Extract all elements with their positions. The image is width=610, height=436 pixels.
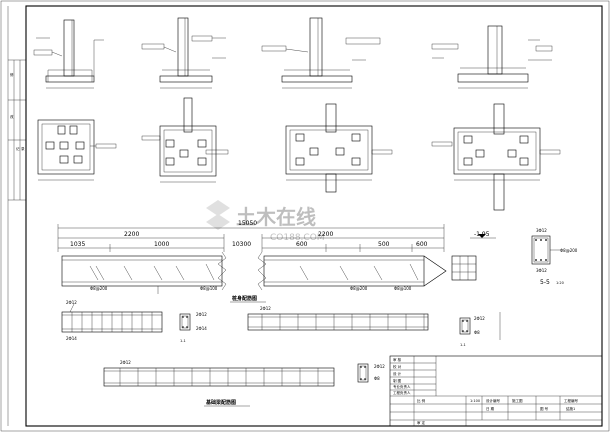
gb3-top-bar: 2Φ12 (120, 360, 131, 365)
pile-label-d: Φ8@100 (394, 286, 412, 291)
tb-row-6: 工程负责人 (393, 390, 411, 395)
dim-upper-b: 1000 (154, 241, 169, 248)
tb-sheet-value: 结施1 (566, 406, 575, 411)
dim-top-left: 2200 (124, 231, 139, 238)
ground-beam-3 (103, 367, 335, 387)
cap-plan-4 (431, 103, 561, 211)
pile-section: -1.95 3Φ12 3Φ12 Φ8@200 5-5 1:20 (451, 228, 578, 286)
gbs1-label-b: 2Φ14 (196, 326, 207, 331)
tb-project: 工程编号 (564, 398, 578, 403)
watermark: 土木在线 CO188.COM (206, 200, 325, 243)
tb-approval: 审 定 (417, 420, 426, 425)
margin-label-4: 录 (21, 146, 25, 151)
margin-label-1: 修 (10, 72, 14, 77)
section-scale: 1:20 (556, 281, 564, 285)
cap-section-4 (431, 25, 553, 89)
gb1-bottom-bar: 2Φ14 (66, 336, 77, 341)
watermark-text: 土木在线 (236, 205, 316, 229)
gb1-top-bar: 2Φ12 (66, 300, 77, 305)
gbs3-label-b: Φ8 (374, 376, 380, 381)
tb-row-2: 校 对 (393, 364, 402, 369)
dim-top-right: 10300 (232, 241, 251, 248)
tb-row-5: 专业负责人 (393, 384, 411, 389)
section-1-1: 1-1 (180, 339, 186, 343)
tb-drawing-no: 设计编号 (486, 398, 500, 403)
dim-right-c: 500 (378, 241, 390, 248)
section-bottom-bar: 3Φ12 (536, 268, 547, 273)
gbs2-label-b: Φ8 (474, 330, 480, 335)
tb-row-3: 设 计 (393, 371, 402, 376)
dim-right-a: 600 (296, 241, 308, 248)
section-1-1-b: 1-1 (460, 343, 466, 347)
inner-border (25, 5, 603, 427)
section-title: 5-5 (540, 279, 550, 286)
tb-stage: 施工图 (512, 398, 523, 403)
pile-label-c: Φ8@200 (350, 286, 368, 291)
pile-elevation (61, 251, 447, 294)
section-stirrup: Φ8@200 (560, 248, 578, 253)
ground-beam-section-3 (357, 363, 369, 383)
gb2-top-bar: 2Φ12 (260, 306, 271, 311)
dim-total: 15050 (238, 220, 257, 227)
pile-label-b: Φ8@100 (200, 286, 218, 291)
section-top-bar: 3Φ12 (536, 228, 547, 233)
cap-plan-1 (37, 119, 117, 181)
dim-upper-a: 1035 (70, 241, 85, 248)
cap-section-3 (261, 17, 381, 89)
ground-beam-section-2: 1-1 (459, 312, 501, 347)
ground-beam-2 (247, 313, 429, 331)
tb-scale-label: 比 例 (417, 398, 426, 403)
beam-dimension-lines (57, 224, 445, 252)
gbs2-label-a: 2Φ12 (474, 316, 485, 321)
tb-date: 日 期 (486, 406, 495, 411)
margin-label-3: 记 (16, 146, 20, 151)
pile-label-a: Φ8@200 (90, 286, 108, 291)
pile-title: 桩身配筋图 (232, 295, 257, 302)
dim-right-d: 600 (416, 241, 428, 248)
ground-beam-section-1: 1-1 (179, 313, 191, 343)
dim-right-b: 2200 (318, 231, 333, 238)
ground-beam-1 (61, 303, 163, 333)
ground-beam-title: 基础梁配筋图 (205, 399, 236, 406)
tb-sheet: 图 号 (540, 406, 549, 411)
tb-row-4: 制 图 (393, 378, 402, 383)
gbs1-label-a: 2Φ12 (196, 312, 207, 317)
gbs3-label-a: 2Φ12 (374, 364, 385, 369)
margin-label-2: 改 (10, 114, 14, 119)
cap-section-1 (33, 19, 104, 89)
cap-section-2 (141, 17, 226, 89)
cap-plan-2 (141, 97, 229, 183)
tb-row-1: 审 核 (393, 357, 402, 362)
cap-plan-3 (285, 103, 393, 193)
tb-scale-value: 1:100 (470, 399, 480, 403)
title-block (389, 355, 603, 427)
